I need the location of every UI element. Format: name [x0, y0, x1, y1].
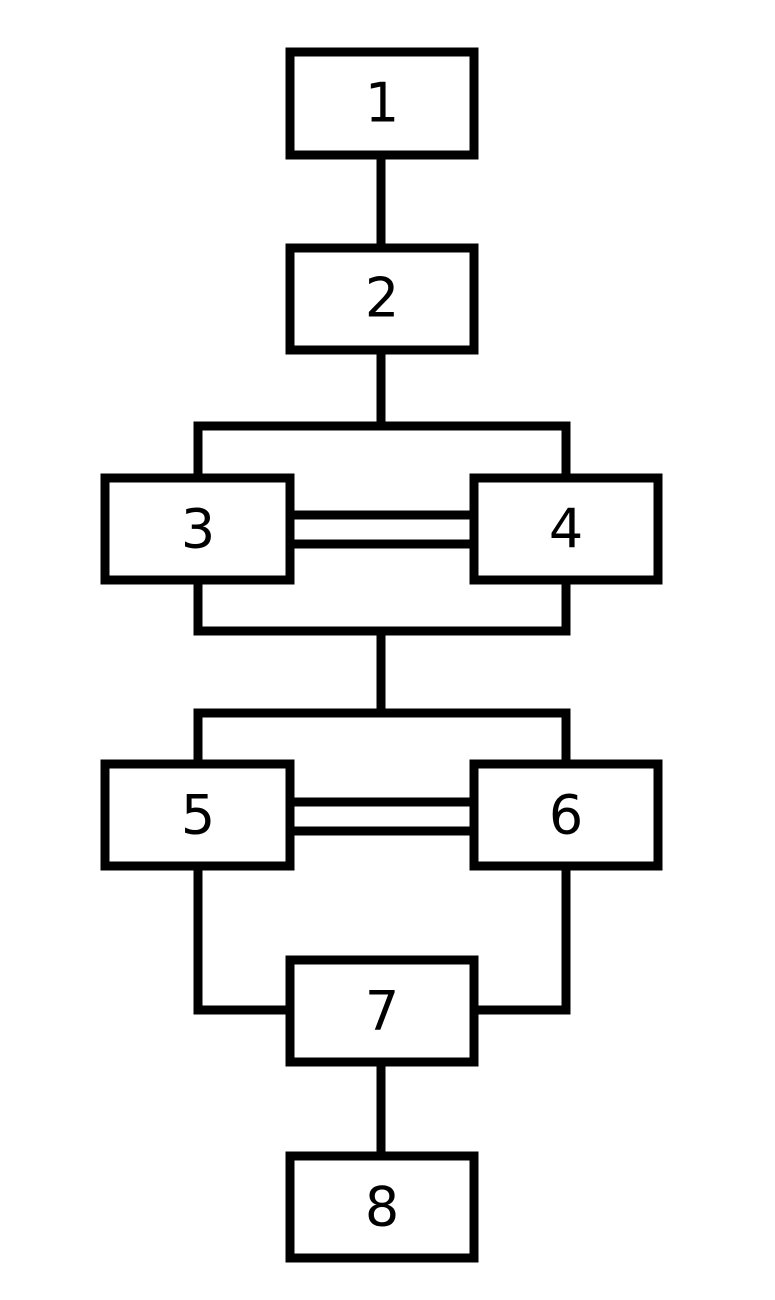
block-6: 6 [469, 759, 663, 871]
block-8-frame [285, 1151, 479, 1263]
block-1: 1 [285, 47, 479, 160]
bus-bottom-3-4 [193, 575, 571, 636]
block-7-frame [285, 955, 479, 1067]
block-5-label: 5 [181, 784, 215, 847]
bus-top-5-6 [193, 708, 571, 769]
block-3-frame [100, 473, 295, 585]
block-4-label: 4 [549, 498, 583, 561]
block-8-label: 8 [365, 1176, 399, 1239]
block-4: 4 [469, 473, 663, 585]
block-2-label: 2 [365, 267, 399, 330]
block-3: 3 [100, 473, 295, 585]
block-5-frame [100, 759, 295, 871]
block-2-frame [285, 243, 479, 355]
block-1-label: 1 [365, 72, 399, 135]
block-7-label: 7 [365, 980, 399, 1043]
block-4-frame [469, 473, 663, 585]
block-1-frame [285, 47, 479, 160]
block-6-frame [469, 759, 663, 871]
connectors [193, 150, 571, 1161]
block-2: 2 [285, 243, 479, 355]
block-5: 5 [100, 759, 295, 871]
block-7: 7 [285, 955, 479, 1067]
bus-top-3-4 [193, 421, 571, 481]
block-8: 8 [285, 1151, 479, 1263]
connector-5-7 [193, 861, 295, 1015]
connector-6-7 [469, 861, 571, 1015]
block-3-label: 3 [181, 498, 215, 561]
block-6-label: 6 [549, 784, 583, 847]
